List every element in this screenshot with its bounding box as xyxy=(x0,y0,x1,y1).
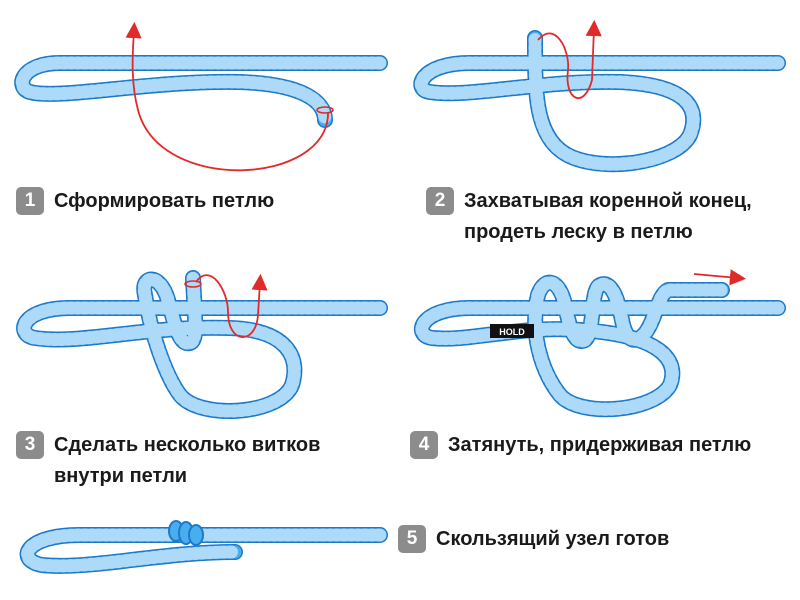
hold-tag: HOLD xyxy=(490,324,534,338)
illustration-step-2 xyxy=(413,19,786,173)
illustration-step-4: HOLD xyxy=(413,269,786,418)
step-1: 1 Сформировать петлю xyxy=(16,186,274,217)
step-number-badge: 4 xyxy=(410,431,438,459)
motion-arrow-step-4 xyxy=(693,269,747,286)
step-caption: Скользящий узел готов xyxy=(436,528,670,550)
step-number-badge: 5 xyxy=(398,525,426,553)
step-4: 4 Затянуть, придерживая петлю xyxy=(410,430,751,461)
illustration-step-3 xyxy=(16,270,388,419)
rope-end-mark xyxy=(316,106,334,114)
step-3: 3 Сделать несколько витков внутри петли xyxy=(16,430,320,492)
illustration-step-5 xyxy=(19,520,388,574)
step-caption: Затянуть, придерживая петлю xyxy=(448,434,752,456)
rope-step-4 xyxy=(413,274,786,418)
rope-end-mark xyxy=(184,280,202,288)
motion-arrow-step-1 xyxy=(125,21,329,172)
step-2: 2 Захватывая коренной конец, продеть лес… xyxy=(426,186,752,248)
step-5: 5 Скользящий узел готов xyxy=(398,524,669,555)
finished-knot xyxy=(168,520,204,546)
step-number-badge: 1 xyxy=(16,187,44,215)
motion-arrow-step-3 xyxy=(195,273,268,339)
hold-label: HOLD xyxy=(499,327,525,337)
step-number-badge: 3 xyxy=(16,431,44,459)
step-caption: Сделать несколько витков внутри петли xyxy=(54,434,321,487)
rope-step-2 xyxy=(413,30,786,173)
illustration-step-1 xyxy=(14,21,388,172)
rope-step-1 xyxy=(14,55,388,128)
motion-arrow-step-2 xyxy=(537,19,602,99)
step-caption: Захватывая коренной конец, продеть леску… xyxy=(464,190,752,243)
rope-step-3 xyxy=(16,270,388,419)
step-caption: Сформировать петлю xyxy=(54,190,275,212)
step-number-badge: 2 xyxy=(426,187,454,215)
rope-step-5 xyxy=(19,527,388,574)
